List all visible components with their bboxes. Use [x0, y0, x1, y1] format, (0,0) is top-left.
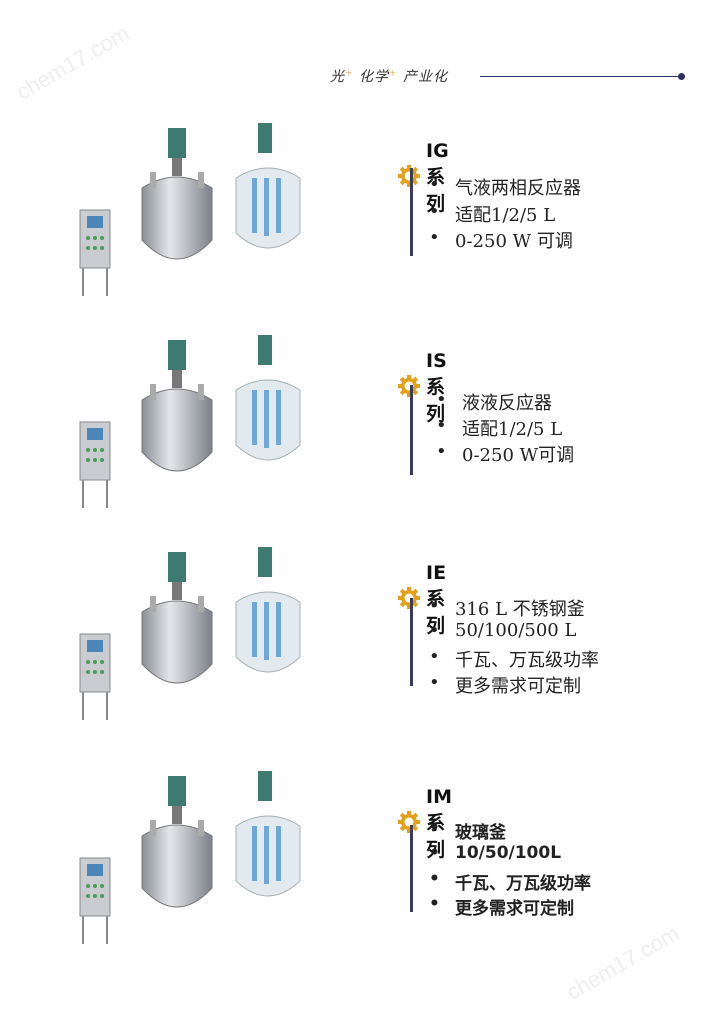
gear-icon: [398, 164, 420, 192]
feature-item: 更多需求可定制: [429, 894, 574, 919]
watermark: chem17.com: [11, 20, 134, 105]
feature-item: 0-250 W可调: [436, 441, 574, 467]
steel-reactor-image: [141, 128, 213, 260]
feature-item: 适配1/2/5 L: [436, 415, 562, 441]
glass-reactor-image: [235, 547, 301, 673]
feature-item: 千瓦、万瓦级功率: [429, 646, 599, 672]
control-cabinet-image: [79, 209, 111, 296]
feature-item: 316 L 不锈钢釜: [429, 595, 585, 621]
series-title: IM系列: [398, 786, 452, 862]
control-cabinet-image: [79, 857, 111, 944]
header-dot: [678, 73, 685, 80]
glass-reactor-image: [235, 335, 301, 461]
series-title: IG系列: [398, 140, 449, 216]
glass-reactor-image: [235, 771, 301, 897]
accent-bar: [410, 385, 413, 475]
control-cabinet-image: [79, 633, 111, 720]
feature-item: 10/50/100L: [429, 843, 561, 863]
feature-item: 玻璃釜: [429, 818, 506, 843]
gear-icon: [398, 374, 420, 402]
gear-icon: [398, 586, 420, 614]
feature-item: 气液两相反应器: [429, 174, 581, 200]
accent-bar: [410, 168, 413, 256]
feature-item: 更多需求可定制: [429, 672, 581, 698]
feature-item: 千瓦、万瓦级功率: [429, 869, 591, 894]
feature-item: 液液反应器: [436, 389, 552, 415]
steel-reactor-image: [141, 340, 213, 472]
header-slogan: 光+ 化学+ 产业化: [330, 68, 448, 85]
control-cabinet-image: [79, 421, 111, 508]
glass-reactor-image: [235, 123, 301, 249]
feature-item: 适配1/2/5 L: [429, 201, 555, 227]
gear-icon: [398, 810, 420, 838]
accent-bar: [410, 598, 413, 686]
watermark: chem17.com: [561, 920, 684, 1005]
feature-item: 0-250 W 可调: [429, 227, 573, 253]
steel-reactor-image: [141, 552, 213, 684]
accent-bar: [410, 825, 413, 912]
steel-reactor-image: [141, 776, 213, 908]
feature-item: 50/100/500 L: [429, 620, 577, 641]
header-line: [480, 76, 680, 77]
